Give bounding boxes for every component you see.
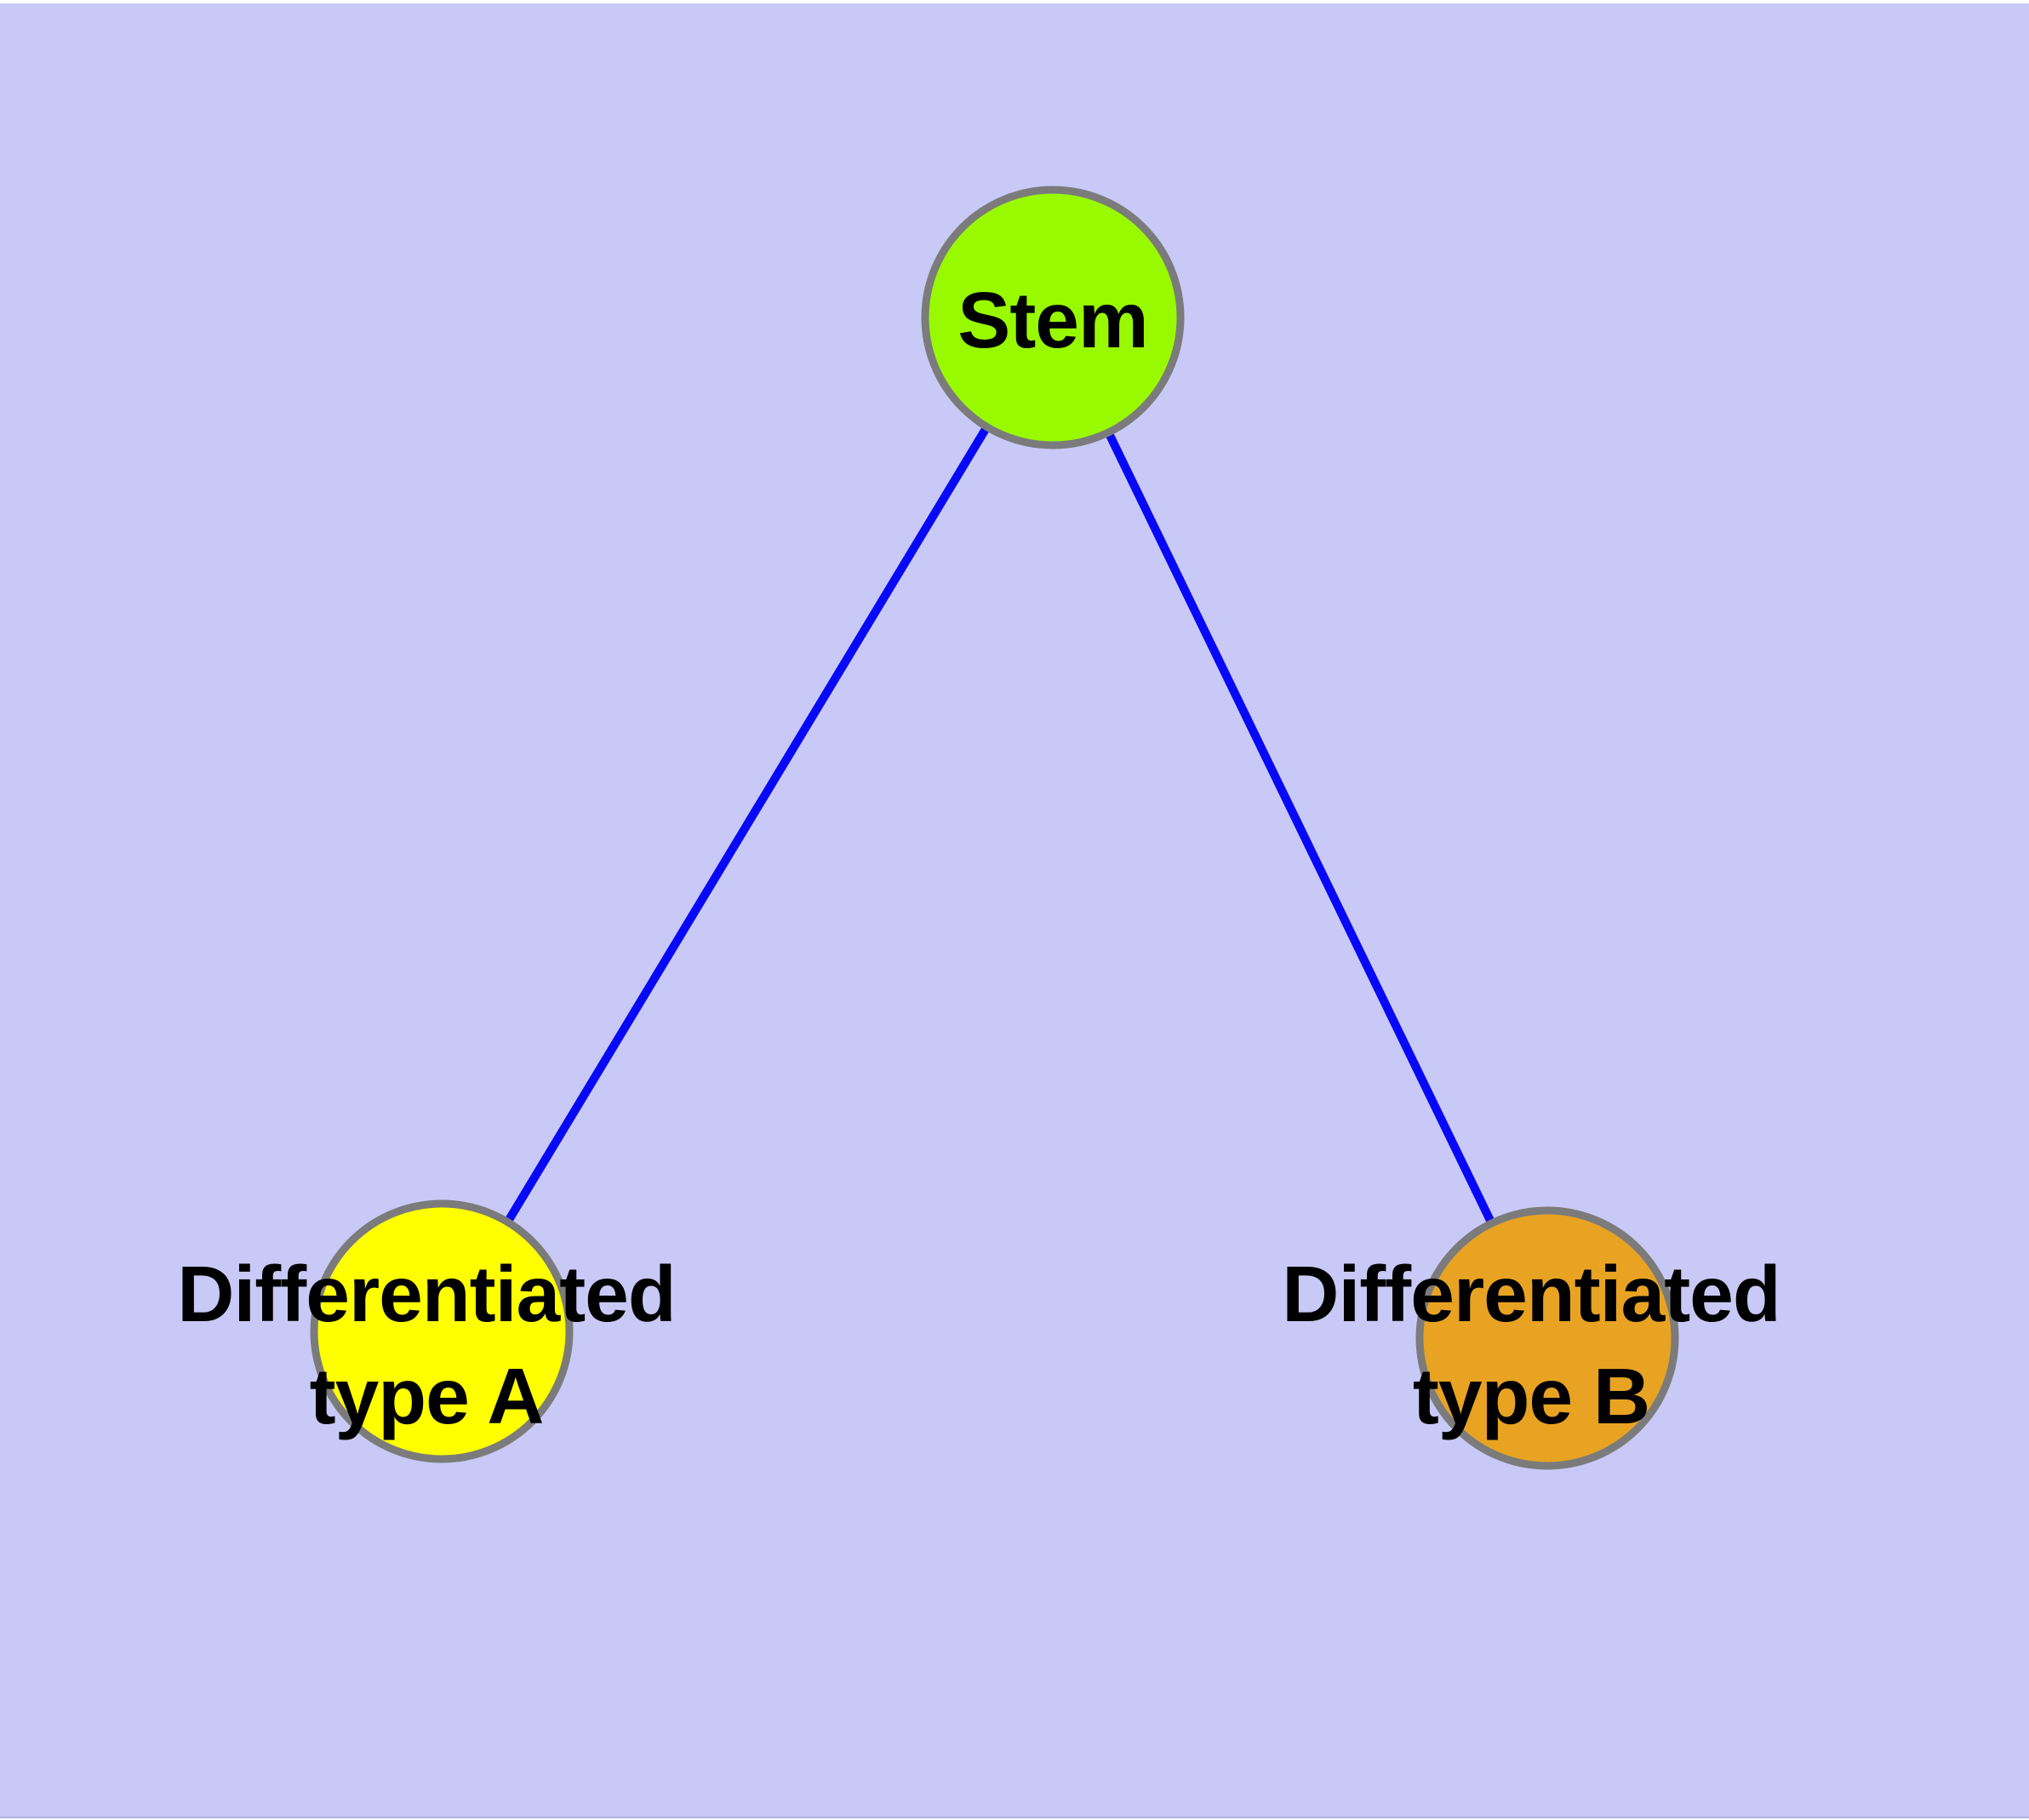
node-label-differentiated-type-a: Differentiated type A	[177, 1243, 676, 1447]
node-label-type-a-line-2: type A	[309, 1352, 545, 1440]
node-differentiated-type-b[interactable]	[1415, 1206, 1679, 1470]
node-differentiated-type-a[interactable]	[310, 1199, 574, 1463]
node-label-differentiated-type-b: Differentiated type B	[1282, 1243, 1780, 1447]
graph-svg	[310, 186, 1679, 1470]
node-label-stem-line-1: Stem	[957, 276, 1148, 364]
edge-stem-to-type-b	[1049, 315, 1552, 1341]
node-label-stem: Stem	[957, 269, 1148, 371]
node-label-type-b-line-1: Differentiated	[1282, 1250, 1780, 1338]
node-label-type-a-line-1: Differentiated	[177, 1250, 676, 1338]
node-label-type-b-line-2: type B	[1412, 1352, 1650, 1440]
node-stem[interactable]	[921, 186, 1185, 449]
graph-canvas: Stem Differentiated type A Differentiate…	[0, 3, 2029, 1818]
edge-stem-to-type-a	[437, 315, 1057, 1334]
